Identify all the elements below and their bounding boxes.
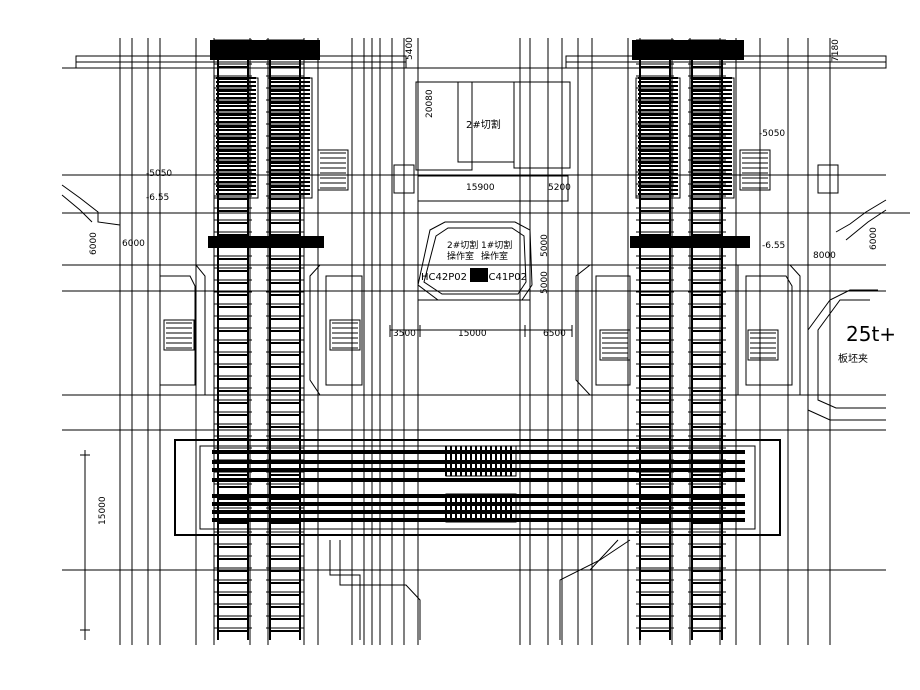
label-op-room-right: 操作室 xyxy=(481,250,508,262)
dim-6000-center: 6000 xyxy=(122,239,145,249)
dim-15900: 15900 xyxy=(466,183,495,193)
dim-8000: 8000 xyxy=(813,251,836,261)
dim-6500: 6500 xyxy=(543,329,566,339)
dim-3500: 3500 xyxy=(393,329,416,339)
dim-5400: 5400 xyxy=(405,37,415,60)
label-crane: 25t+ xyxy=(846,322,896,346)
dim-15000-v: 15000 xyxy=(98,496,108,525)
label-crane-sub: 板坯夹 xyxy=(838,352,868,365)
dim-7180: 7180 xyxy=(831,39,841,62)
label-cut2: 2#切割 xyxy=(466,118,501,131)
label-hc42p02: HC42P02 xyxy=(421,272,467,283)
linework xyxy=(61,38,910,645)
dim-6000-right: 6000 xyxy=(869,227,879,250)
dim-5000-b: 5000 xyxy=(540,271,550,294)
elev-5050-right: -5050 xyxy=(759,129,785,139)
elev-5050-left: -5050 xyxy=(146,169,172,179)
label-op-room-left: 操作室 xyxy=(447,250,474,262)
label-hc41p02: HC41P02 xyxy=(481,272,527,283)
dim-20080: 20080 xyxy=(425,89,435,118)
dim-6000-left: 6000 xyxy=(89,232,99,255)
dim-5200: 5200 xyxy=(548,183,571,193)
elev-655-left: -6.55 xyxy=(146,193,169,203)
dim-5000-a: 5000 xyxy=(540,234,550,257)
label-cut1-room: 1#切割 xyxy=(481,239,512,251)
elev-655-right: -6.55 xyxy=(762,241,785,251)
dim-15000-h: 15000 xyxy=(458,329,487,339)
label-cut2-room: 2#切割 xyxy=(447,239,478,251)
